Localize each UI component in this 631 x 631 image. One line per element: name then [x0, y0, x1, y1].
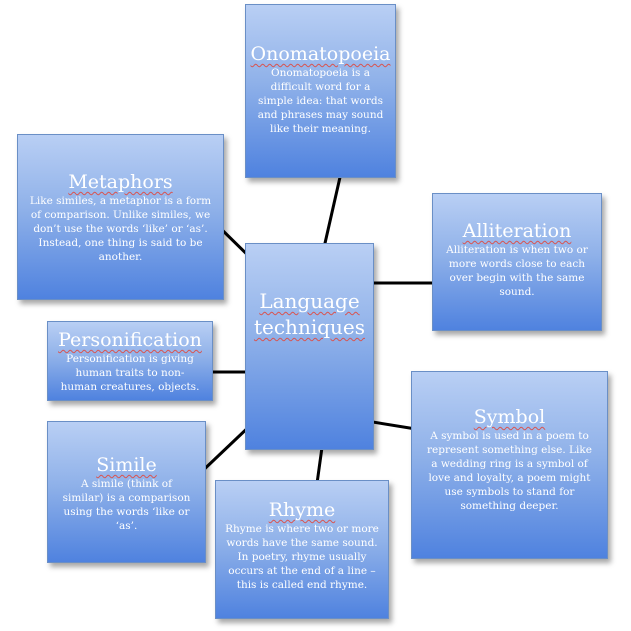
description-line: more words close to each [448, 258, 586, 270]
language-techniques-box: Language techniques [245, 243, 374, 450]
onomatopoeia-title: Onomatopoeia [250, 43, 391, 65]
description-line: represent something else. Like [427, 444, 592, 456]
rhyme-title: Rhyme [268, 499, 336, 521]
simile-description: A simile (think of similar) is a compari… [63, 477, 191, 533]
description-line: a wedding ring is a symbol of [431, 458, 588, 470]
symbol-description: A symbol is used in a poem to represent … [427, 429, 592, 513]
personification-description: Personification is giving human traits t… [61, 352, 200, 394]
description-line: Personification is giving [66, 353, 194, 365]
metaphors-title: Metaphors [68, 171, 173, 193]
alliteration-description: Alliteration is when two or more words c… [446, 243, 588, 299]
description-line: something deeper. [460, 500, 559, 512]
description-line: over begin with the same [449, 272, 585, 284]
simile-title: Simile [96, 454, 157, 476]
description-line: this is called end rhyme. [236, 579, 368, 591]
description-line: A symbol is used in a poem to [430, 430, 589, 442]
alliteration-box: Alliteration Alliteration is when two or… [432, 193, 602, 331]
onomatopoeia-box: Onomatopoeia Onomatopoeia is a difficult… [245, 4, 396, 178]
metaphors-box: Metaphors Like similes, a metaphor is a … [17, 134, 224, 300]
description-line: love and loyalty, a poem might [428, 472, 591, 484]
description-line: Onomatopoeia is a [270, 67, 370, 79]
description-line: sound. [499, 286, 535, 298]
alliteration-title: Alliteration [462, 220, 572, 242]
onomatopoeia-description: Onomatopoeia is a difficult word for a s… [258, 66, 384, 136]
description-line: Like similes, a metaphor is a form [29, 195, 212, 207]
personification-box: Personification Personification is givin… [47, 321, 213, 401]
description-line: similar) is a comparison [62, 492, 191, 504]
connector-onomatopoeia [321, 163, 345, 253]
description-line: using the words ‘like or [63, 506, 190, 518]
personification-title: Personification [58, 329, 202, 351]
description-line: Instead, one thing is said to be [38, 237, 203, 249]
description-line: occurs at the end of a line – [228, 565, 376, 577]
description-line: don’t use the words ‘like’ or ‘as’. [33, 223, 208, 235]
description-line: use symbols to stand for [444, 486, 575, 498]
description-line: of comparison. Unlike similes, we [30, 209, 211, 221]
description-line: another. [98, 251, 143, 263]
rhyme-description: Rhyme is where two or more words have th… [225, 522, 379, 592]
description-line: human creatures, objects. [60, 381, 200, 393]
simile-box: Simile A simile (think of similar) is a … [47, 421, 206, 563]
description-line: human traits to non- [75, 367, 185, 379]
description-line: simple idea: that words [257, 95, 383, 107]
description-line: In poetry, rhyme usually [237, 551, 367, 563]
symbol-box: Symbol A symbol is used in a poem to rep… [411, 371, 608, 559]
metaphors-description: Like similes, a metaphor is a form of co… [30, 194, 211, 264]
rhyme-box: Rhyme Rhyme is where two or more words h… [215, 480, 389, 619]
language-techniques-title: Language techniques [253, 289, 365, 339]
symbol-title: Symbol [473, 406, 546, 428]
description-line: like their meaning. [270, 123, 371, 135]
description-line: ‘as’. [115, 520, 138, 532]
description-line: difficult word for a [270, 81, 371, 93]
description-line: and phrases may sound [257, 109, 384, 121]
description-line: words have the same sound. [226, 537, 378, 549]
description-line: A simile (think of [81, 478, 172, 490]
description-line: Rhyme is where two or more [225, 523, 379, 535]
description-line: Alliteration is when two or [446, 244, 588, 256]
